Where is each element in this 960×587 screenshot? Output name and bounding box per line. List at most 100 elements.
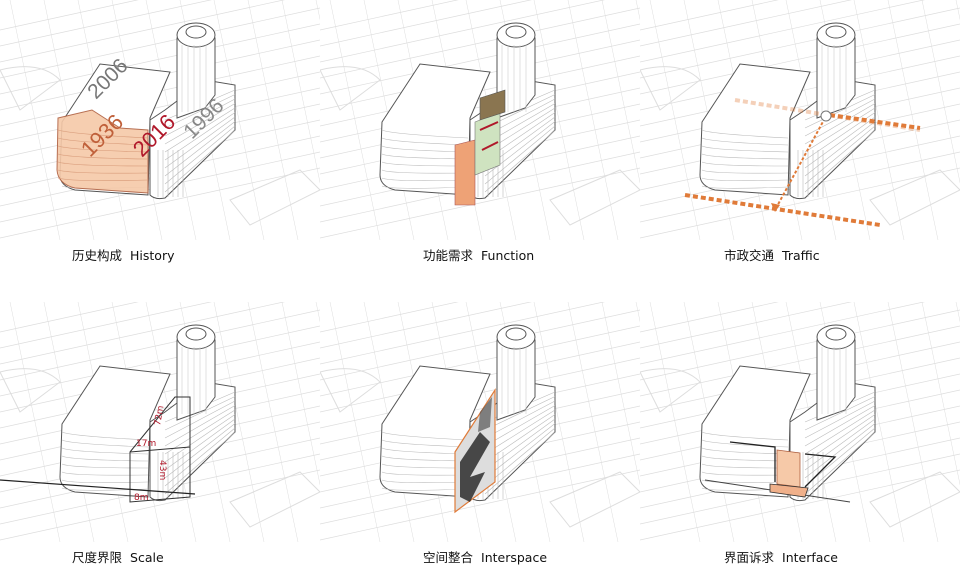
right-block	[789, 381, 876, 502]
floor-line	[164, 409, 236, 455]
map-block	[229, 169, 320, 226]
floor-line	[381, 137, 469, 146]
floor-line	[804, 405, 876, 447]
caption-cn: 界面诉求	[724, 550, 775, 565]
map-line	[0, 0, 212, 47]
floor-line	[381, 169, 469, 174]
map-line	[640, 309, 960, 381]
floor-line	[164, 112, 236, 161]
floor-line	[804, 130, 876, 193]
map-line	[320, 7, 640, 79]
right-block	[789, 79, 876, 200]
floor-line	[701, 161, 789, 167]
floor-line	[381, 479, 469, 483]
map-line	[567, 0, 619, 240]
map-line	[0, 309, 320, 381]
interspace-texture	[478, 397, 492, 432]
function-volume-brown	[479, 89, 506, 121]
function-volume-orange	[454, 139, 476, 206]
floor-line	[804, 409, 876, 455]
map-line	[0, 71, 320, 143]
floor-line	[804, 125, 876, 185]
floor-line	[61, 479, 149, 483]
floor-line	[701, 177, 789, 181]
floor-line	[164, 130, 236, 193]
floor-line	[381, 487, 469, 491]
map-block	[320, 368, 381, 413]
map-line	[640, 23, 960, 95]
dimension-8m: 8m	[134, 493, 149, 503]
interface-volume	[776, 449, 801, 488]
tower-top	[816, 324, 856, 350]
floor-line	[61, 471, 149, 476]
floor-line	[164, 400, 236, 439]
interface-frame	[729, 441, 837, 488]
tower-crown	[825, 327, 847, 341]
map-line	[0, 325, 320, 397]
map-line	[887, 0, 939, 240]
map-line	[320, 325, 640, 397]
map-line	[853, 0, 905, 240]
floor-line	[57, 177, 149, 181]
floor-line	[61, 439, 149, 448]
map-block	[549, 169, 640, 226]
map-block	[0, 368, 61, 413]
dimension-43m: 43m	[157, 460, 167, 480]
floor-line	[484, 405, 556, 447]
map-line	[640, 469, 960, 541]
caption-en: History	[130, 248, 175, 263]
map-line	[640, 167, 960, 239]
floor-line	[484, 409, 556, 455]
floor-line	[61, 455, 149, 462]
floor-line	[484, 423, 556, 479]
floor-line	[701, 431, 789, 441]
map-line	[0, 167, 320, 239]
traffic-node	[820, 110, 832, 122]
floor-line	[381, 161, 469, 167]
map-line	[640, 0, 926, 63]
floor-line	[701, 455, 789, 462]
map-line	[0, 0, 139, 31]
floor-line	[61, 447, 149, 455]
map-line	[0, 302, 286, 365]
map-block	[869, 471, 960, 528]
floor-line	[701, 463, 789, 469]
floor-line	[61, 431, 149, 441]
map-line	[320, 23, 640, 95]
traffic-route-east	[829, 113, 921, 130]
map-line	[533, 0, 585, 240]
interspace-texture	[460, 432, 490, 502]
map-line	[320, 373, 640, 445]
map-line	[320, 302, 606, 365]
tower-top	[176, 324, 216, 350]
floor-line	[804, 423, 876, 479]
map-line	[247, 302, 299, 542]
map-line	[921, 0, 960, 184]
floor-line	[381, 177, 469, 181]
floor-line	[804, 121, 876, 177]
floor-line	[381, 145, 469, 153]
map-line	[921, 302, 960, 486]
map-line	[213, 0, 265, 240]
floor-line	[57, 137, 149, 146]
floor-line	[381, 471, 469, 476]
map-line	[533, 302, 585, 542]
map-line	[640, 302, 852, 349]
floor-line	[804, 414, 876, 463]
floor-line	[804, 103, 876, 145]
map-block	[869, 169, 960, 226]
map-line	[640, 373, 960, 445]
floor-line	[381, 129, 469, 139]
floor-line	[701, 185, 789, 189]
floor-line	[484, 121, 556, 177]
floor-line	[57, 153, 149, 160]
map-line	[567, 302, 619, 542]
right-block	[149, 381, 236, 502]
tower-top	[496, 22, 536, 48]
